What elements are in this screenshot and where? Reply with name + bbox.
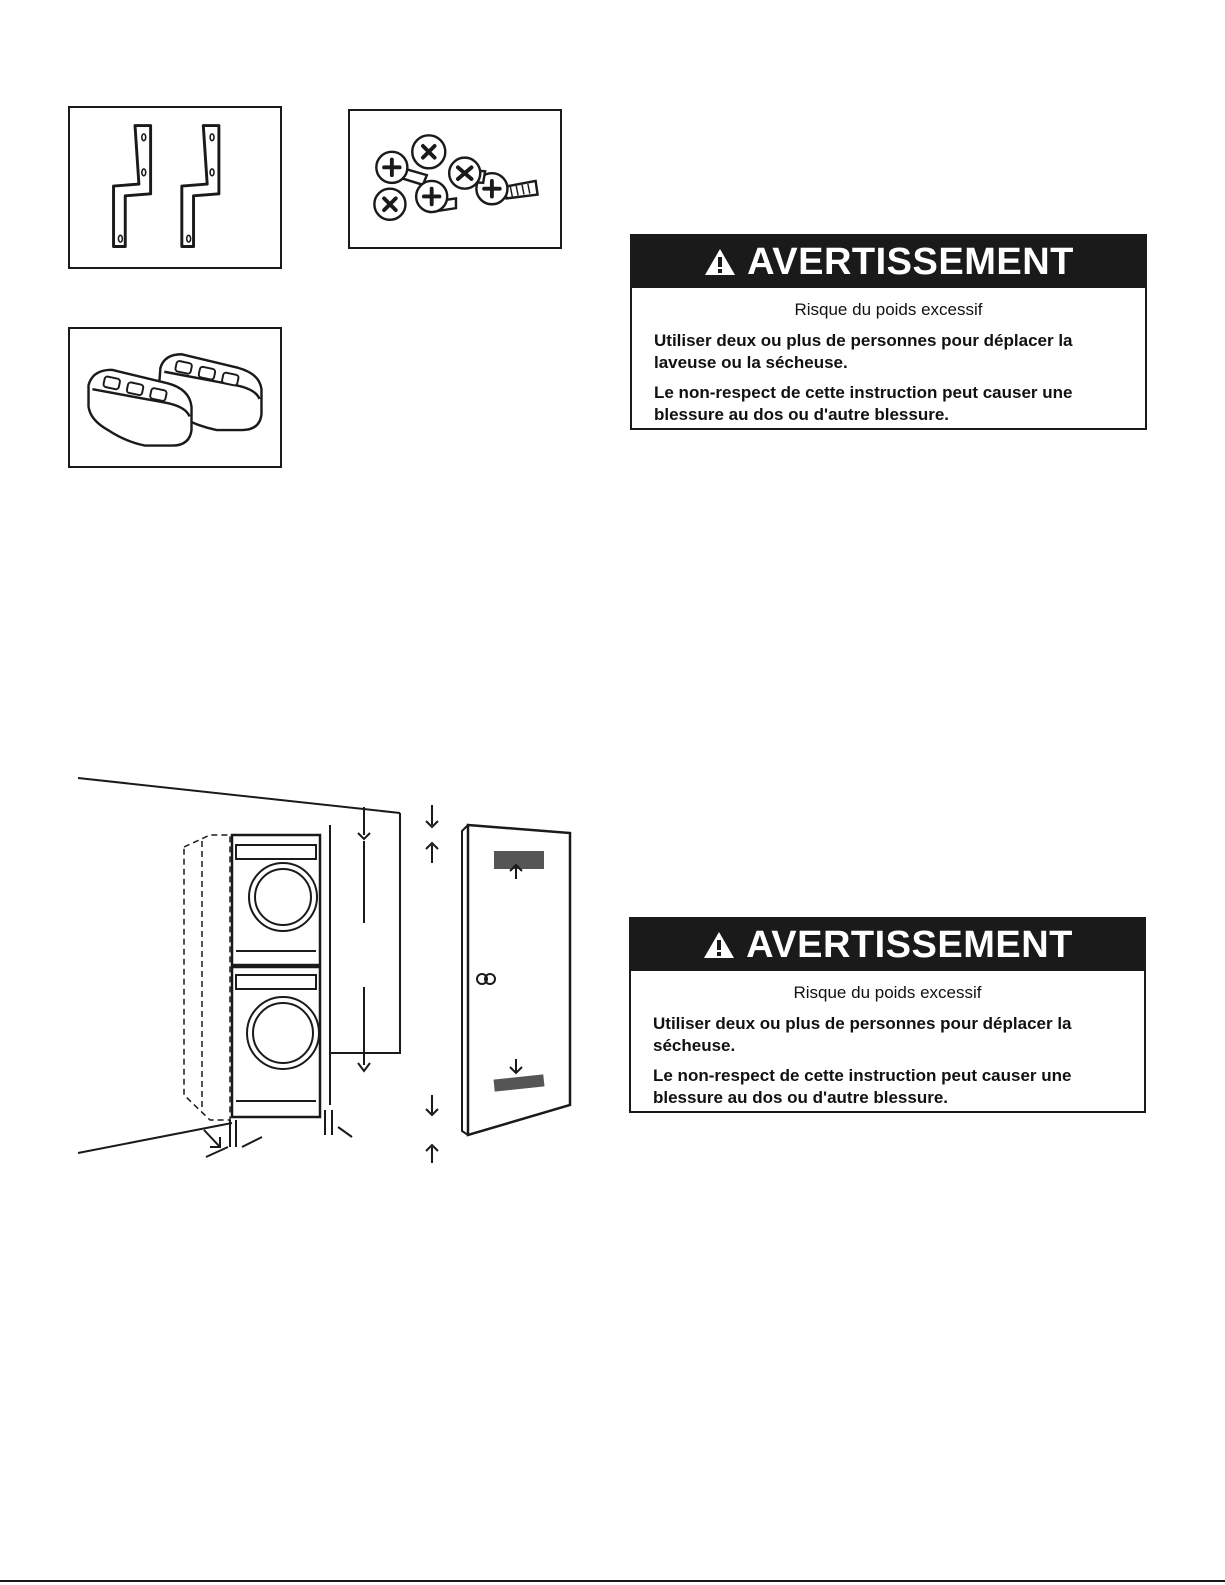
warning-box-1: AVERTISSEMENT Risque du poids excessif U… xyxy=(630,234,1147,430)
stacking-brackets-figure xyxy=(68,106,282,269)
warning-triangle-icon xyxy=(704,932,735,958)
warning-header: AVERTISSEMENT xyxy=(632,236,1145,288)
rubber-pads-icon xyxy=(87,353,263,447)
page-bottom-rule xyxy=(0,1580,1225,1582)
signal-word: AVERTISSEMENT xyxy=(746,924,1073,966)
screws-icon xyxy=(373,134,539,222)
stacked-washer-dryer-closet-illustration xyxy=(77,777,572,1163)
hazard-title: Risque du poids excessif xyxy=(793,983,982,1002)
hazard-title: Risque du poids excessif xyxy=(794,300,983,319)
signal-word: AVERTISSEMENT xyxy=(747,241,1074,283)
rubber-pads-figure xyxy=(68,327,282,468)
instruction-text: Utiliser deux ou plus de personnes pour … xyxy=(654,331,1073,372)
screws-figure xyxy=(348,109,562,249)
consequence-text: Le non-respect de cette instruction peut… xyxy=(653,1066,1072,1107)
consequence-text: Le non-respect de cette instruction peut… xyxy=(654,383,1073,424)
warning-triangle-icon xyxy=(705,249,736,275)
warning-box-2: AVERTISSEMENT Risque du poids excessif U… xyxy=(629,917,1146,1113)
stacking-brackets-icon xyxy=(112,124,221,248)
warning-header: AVERTISSEMENT xyxy=(631,919,1144,971)
closet-installation-illustration xyxy=(70,775,590,1170)
instruction-text: Utiliser deux ou plus de personnes pour … xyxy=(653,1014,1072,1055)
